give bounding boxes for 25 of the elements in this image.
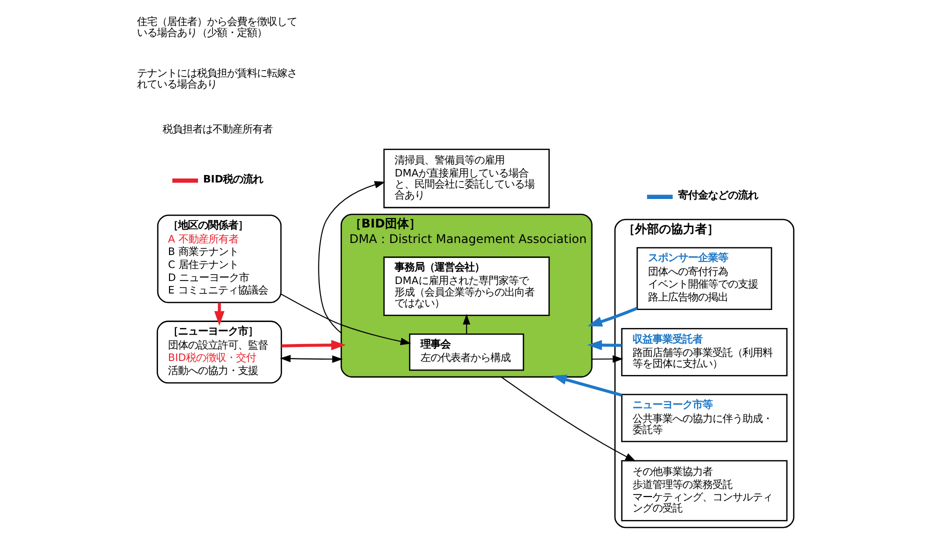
node-box: その他事業協力者 歩道管理等の業務受託 マーケティング、コンサルティングの受託 bbox=[621, 460, 788, 522]
node-box: ニューヨーク市等 公共事業への協力に伴う助成・委託等 bbox=[621, 394, 788, 442]
arrow bbox=[318, 181, 386, 334]
arrow bbox=[587, 340, 622, 350]
arrow bbox=[280, 354, 343, 363]
node-box: 事務局（運営会社） DMAに雇用された専門家等で形成（会員企業等からの出向者ではない） bbox=[383, 256, 550, 316]
node-box: ［ニューヨーク市］ 団体の設立許可、監督 BID税の徴収・交付 活動への協力・支援 bbox=[156, 320, 282, 384]
arrow bbox=[282, 340, 346, 350]
arrow bbox=[214, 302, 224, 326]
label: テナントには税負担が賃料に転嫁されている場合あり bbox=[136, 67, 297, 90]
arrow bbox=[462, 314, 470, 334]
arrow bbox=[500, 376, 636, 462]
arrow bbox=[280, 294, 412, 346]
node-box: スポンサー企業等 団体への寄付行為 イベント開催等での支援 路上広告物の掲出 bbox=[636, 247, 772, 310]
arrow bbox=[588, 306, 638, 326]
node-box: ［地区の関係者］ A 不動産所有者 B 商業テナント C 居住テナント D ニューヨーク市 E コミュニティ協議会 bbox=[157, 214, 282, 304]
arrow bbox=[592, 355, 624, 363]
arrow bbox=[552, 374, 622, 397]
legend-label: 寄付金などの流れ bbox=[678, 190, 758, 202]
node-box: 清掃員、警備員等の雇用 DMAが直接雇用している場合と、民間会社に委託している場合あり bbox=[383, 148, 550, 208]
legend-label: BID税の流れ bbox=[203, 173, 264, 186]
label: 住宅（居住者）から会費を徴収している場合あり（少額・定額） bbox=[136, 16, 297, 40]
label: 税負担者は不動産所有者 bbox=[162, 123, 272, 136]
node-box: 収益事業受託者 路面店舗等の事業受託（利用料等を団体に支払い） bbox=[621, 328, 788, 376]
node-box: 理事会 左の代表者から構成 bbox=[409, 334, 524, 371]
